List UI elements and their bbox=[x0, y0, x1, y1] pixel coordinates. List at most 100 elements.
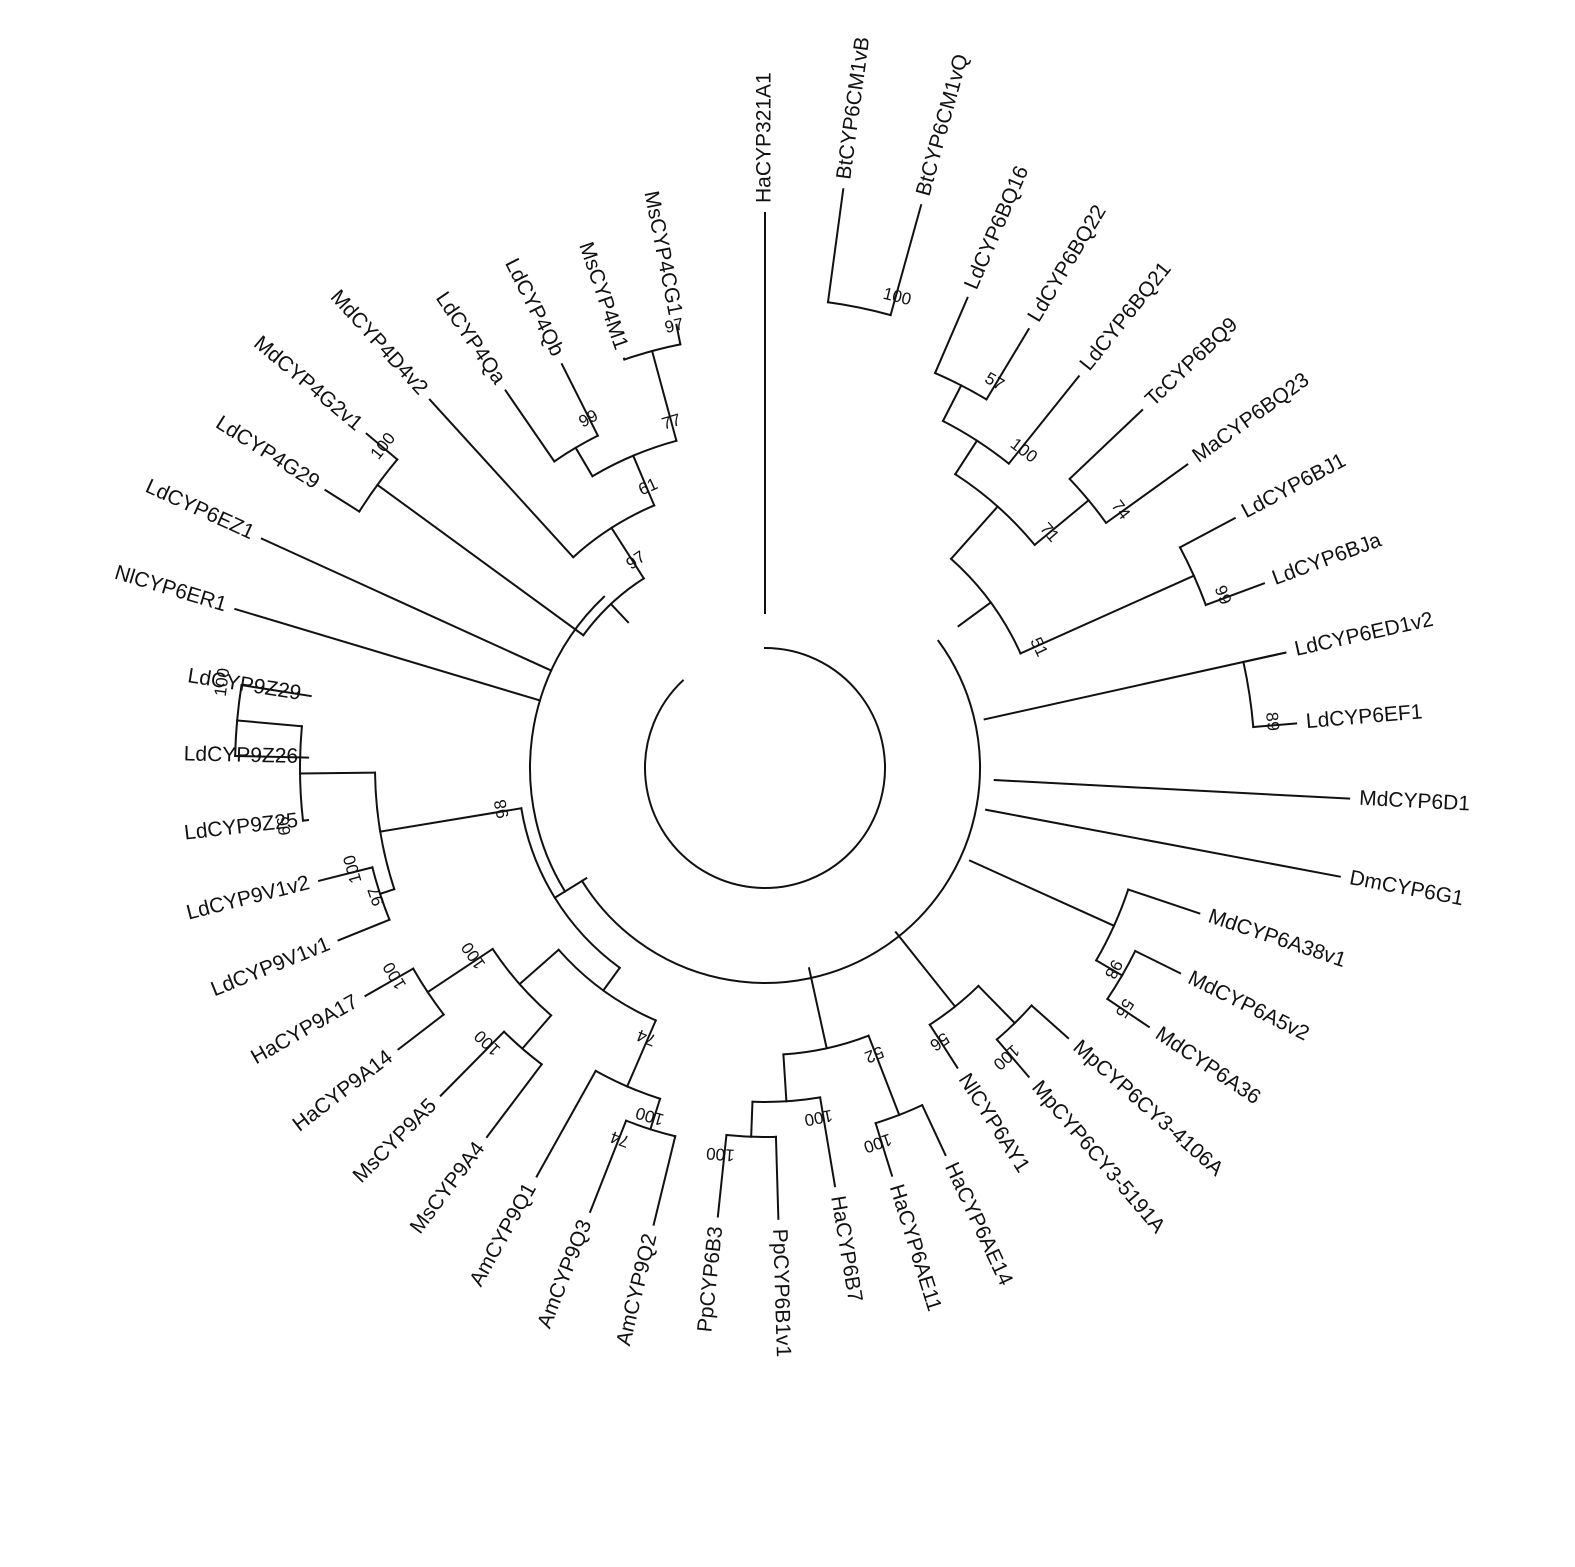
backbone-branch bbox=[553, 876, 588, 900]
branch-line bbox=[1068, 408, 1144, 481]
branch-line bbox=[588, 1119, 628, 1214]
leaf-label: LdCYP9V1v1 bbox=[208, 933, 334, 1002]
branch-line bbox=[818, 1096, 837, 1188]
clade-arc bbox=[826, 301, 892, 317]
leaf-label: LdCYP6BQ16 bbox=[960, 162, 1033, 292]
leaf-label: HaCYP9A17 bbox=[247, 990, 362, 1069]
leaf-label: AmCYP9Q3 bbox=[533, 1217, 596, 1332]
branch-line bbox=[301, 818, 310, 822]
branch-line bbox=[574, 446, 594, 478]
root-arc bbox=[644, 646, 886, 889]
support-value: 98 bbox=[490, 798, 512, 820]
branch-line bbox=[826, 188, 845, 304]
branch-line bbox=[485, 1062, 544, 1139]
backbone-branch bbox=[968, 859, 1116, 928]
branch-line bbox=[874, 1121, 894, 1177]
leaf-label: LdCYP9Z25 bbox=[183, 809, 299, 845]
leaf-label: LdCYP6EZ1 bbox=[142, 475, 258, 544]
branch-line bbox=[337, 918, 391, 942]
branch-line bbox=[240, 683, 312, 698]
leaf-label: MsCYP4M1 bbox=[574, 239, 632, 352]
backbone-branch bbox=[957, 601, 993, 628]
leaf-label: NlCYP6AY1 bbox=[954, 1069, 1034, 1176]
branch-line bbox=[439, 1030, 506, 1098]
leaf-label: LdCYP4G29 bbox=[212, 411, 324, 493]
leaf-label: AmCYP9Q2 bbox=[612, 1231, 661, 1348]
leaf-label: BtCYP6CM1vQ bbox=[912, 52, 973, 199]
leaf-label: PpCYP6B3 bbox=[693, 1225, 727, 1333]
support-value: 100 bbox=[705, 1144, 735, 1165]
branch-line bbox=[299, 771, 377, 775]
leaf-label: HaCYP6AE11 bbox=[885, 1182, 946, 1314]
backbone-arc bbox=[580, 639, 981, 984]
support-value: 71 bbox=[1036, 519, 1063, 546]
branch-line bbox=[376, 483, 585, 637]
branch-line bbox=[610, 526, 646, 580]
support-value: 100 bbox=[470, 1026, 504, 1059]
support-value: 97 bbox=[663, 314, 686, 337]
leaf-label: HaCYP321A1 bbox=[753, 72, 776, 203]
branch-line bbox=[317, 866, 374, 883]
leaf-label: LdCYP6BJ1 bbox=[1238, 449, 1350, 523]
leaf-label: BtCYP6CM1vB bbox=[832, 35, 874, 180]
support-value: 100 bbox=[803, 1106, 834, 1130]
support-value: 66 bbox=[273, 815, 294, 836]
leaf-label: AmCYP9Q1 bbox=[465, 1179, 541, 1290]
branch-line bbox=[867, 1034, 901, 1117]
branch-line bbox=[1007, 374, 1081, 466]
support-value: 77 bbox=[660, 410, 684, 434]
leaf-label: DmCYP6G1 bbox=[1348, 866, 1466, 910]
branch-line bbox=[650, 349, 678, 443]
backbone-branch bbox=[234, 607, 542, 702]
leaf-label: LdCYP6BQ21 bbox=[1075, 258, 1175, 375]
branch-line bbox=[324, 488, 361, 513]
leaf-label: LdCYP9Z29 bbox=[186, 664, 303, 705]
support-value: 89 bbox=[1262, 711, 1283, 732]
branch-line bbox=[1204, 582, 1266, 607]
branch-line bbox=[716, 1133, 728, 1218]
leaf-label: LdCYP4Qb bbox=[500, 255, 568, 360]
support-value: 52 bbox=[862, 1042, 887, 1067]
branch-line bbox=[949, 505, 1000, 561]
support-value: 100 bbox=[340, 853, 366, 885]
support-value: 100 bbox=[379, 959, 410, 993]
branch-line bbox=[426, 947, 495, 994]
support-value: 56 bbox=[926, 1029, 952, 1055]
leaf-label: MdCYP4G2v1 bbox=[249, 331, 367, 435]
support-value: 74 bbox=[608, 1127, 632, 1151]
branch-line bbox=[518, 948, 561, 986]
support-value: 74 bbox=[634, 1025, 659, 1050]
leaf-label: MdCYP4D4v2 bbox=[326, 285, 433, 399]
leaf-label: MsCYP9A5 bbox=[348, 1094, 441, 1187]
leaf-label: LdCYP4Qa bbox=[431, 288, 510, 389]
backbone-branch bbox=[993, 778, 1351, 800]
branch-line bbox=[1094, 959, 1124, 977]
branch-line bbox=[1252, 722, 1298, 729]
clade-arc bbox=[1242, 660, 1255, 729]
branch-line bbox=[234, 754, 310, 759]
branch-line bbox=[933, 296, 969, 375]
branch-line bbox=[995, 1038, 1031, 1079]
branch-line bbox=[774, 1135, 780, 1220]
support-value: 61 bbox=[635, 474, 660, 499]
branch-line bbox=[675, 323, 682, 346]
leaf-label: MsCYP9A4 bbox=[406, 1137, 490, 1238]
tree-branches bbox=[234, 188, 1351, 1226]
branch-line bbox=[236, 719, 303, 728]
branch-line bbox=[782, 1053, 788, 1103]
leaf-label: LdCYP6EF1 bbox=[1305, 700, 1423, 733]
branch-line bbox=[652, 1135, 677, 1226]
branch-line bbox=[379, 807, 523, 833]
backbone-branch bbox=[260, 537, 553, 672]
branch-line bbox=[985, 327, 1031, 401]
leaf-label: MdCYP6A38v1 bbox=[1205, 905, 1348, 972]
branch-line bbox=[953, 439, 979, 476]
leaf-label: HaCYP9A14 bbox=[288, 1045, 397, 1136]
backbone-arc-2 bbox=[529, 595, 606, 893]
branch-line bbox=[1106, 997, 1151, 1029]
leaf-label: MdCYP6D1 bbox=[1359, 787, 1471, 816]
branch-line bbox=[631, 454, 656, 507]
leaf-label: MdCYP6A5v2 bbox=[1184, 966, 1312, 1045]
branch-line bbox=[920, 1103, 947, 1157]
